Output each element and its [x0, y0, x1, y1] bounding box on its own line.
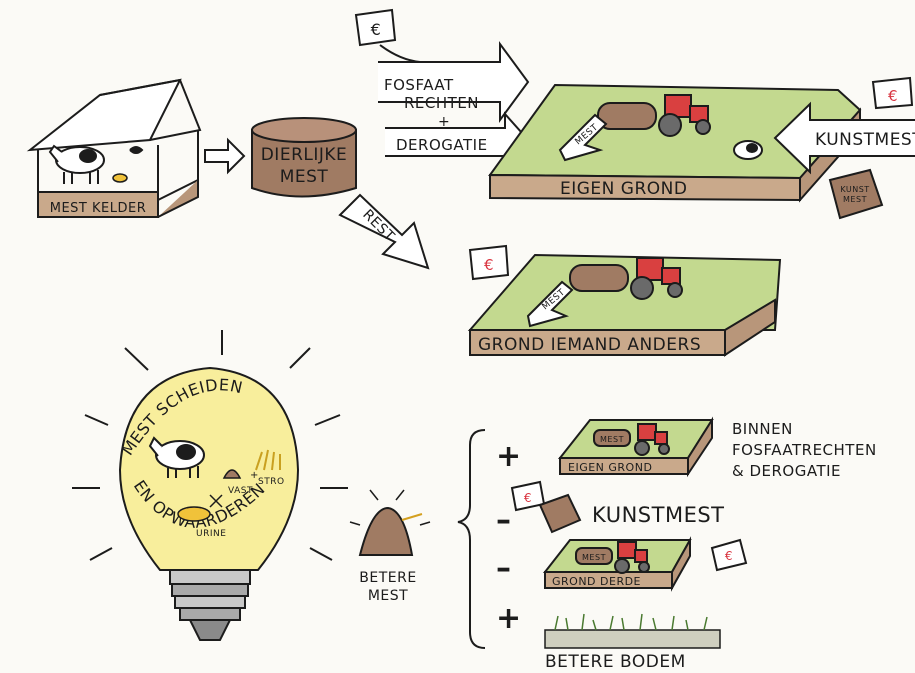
derogatie-label: DEROGATIE — [396, 136, 488, 154]
barn — [30, 80, 200, 217]
option4-note: BETERE BODEM — [545, 652, 686, 672]
euro-note-option2: € — [512, 482, 544, 510]
option2-note: KUNSTMEST — [592, 503, 725, 527]
barn-label: MEST KELDER — [50, 201, 147, 216]
other-field-label: GROND IEMAND ANDERS — [478, 335, 701, 355]
stro-label: STRO — [258, 477, 285, 487]
euro-note-kunstmest: € — [873, 78, 912, 108]
fosfaat-label: FOSFAAT — [384, 76, 454, 94]
tank-label-line1: DIERLIJKE — [261, 145, 348, 165]
option1-note-line3: & DEROGATIE — [732, 462, 841, 480]
option3-field-label: GROND DERDE — [552, 575, 641, 588]
euro-symbol: € — [371, 20, 382, 39]
option1-field-label: EIGEN GROND — [568, 461, 652, 474]
rechten-label: RECHTEN — [404, 94, 479, 112]
own-field-label: EIGEN GROND — [560, 179, 687, 199]
kunstmest-arrow-label: KUNSTMEST — [815, 130, 915, 150]
option1-note-line1: BINNEN — [732, 420, 793, 438]
betere-label-line2: MEST — [368, 588, 408, 604]
euro-symbol: € — [484, 256, 494, 274]
urine-label: URINE — [196, 529, 226, 539]
euro-note-fosfaat: € — [356, 10, 420, 62]
option4-sign: + — [496, 601, 522, 636]
option1-tank-label: MEST — [600, 435, 624, 444]
fertilizer-bag-top: KUNST MEST — [830, 170, 882, 218]
option1-sign: + — [496, 439, 522, 474]
euro-note-option3: € — [712, 540, 746, 570]
options-bracket — [458, 430, 485, 648]
euro-symbol: € — [725, 549, 733, 563]
tank-label-line2: MEST — [280, 167, 329, 187]
soil-strip — [545, 614, 720, 648]
bag-label-line1: KUNST — [840, 185, 869, 194]
euro-note-other: € — [470, 246, 508, 279]
option1-note-line2: FOSFAATRECHTEN — [732, 441, 877, 459]
betere-label-line1: BETERE — [359, 570, 416, 586]
euro-symbol: € — [888, 87, 898, 105]
urine-puddle — [178, 507, 210, 521]
light-bulb — [120, 368, 298, 640]
option2-sign: – — [496, 503, 512, 538]
option3-tank-label: MEST — [582, 553, 606, 562]
arrow-barn-to-tank — [205, 140, 244, 172]
fertilizer-bag-option2 — [540, 495, 580, 532]
vast-label: VAST — [228, 486, 253, 496]
option3-sign: – — [496, 551, 512, 586]
bag-label-line2: MEST — [843, 195, 867, 204]
better-manure-pile — [350, 490, 430, 555]
euro-symbol: € — [524, 491, 532, 505]
